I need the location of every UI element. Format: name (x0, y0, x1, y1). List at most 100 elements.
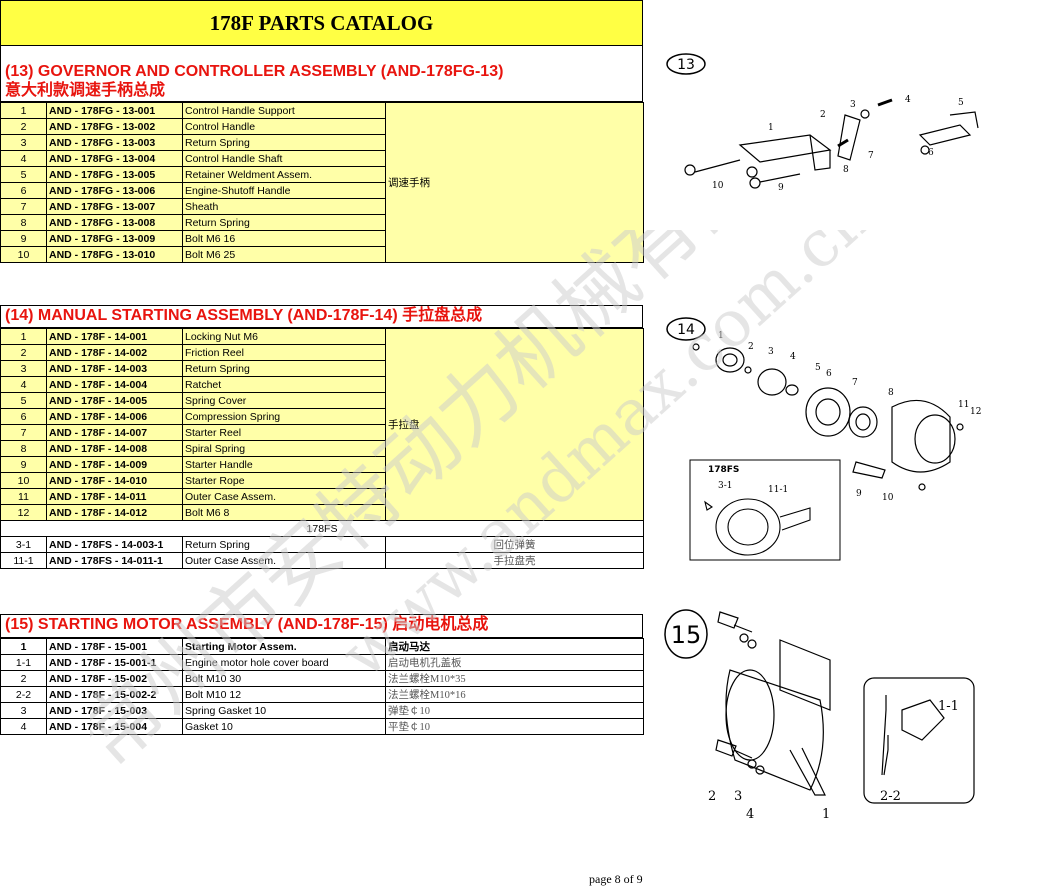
svg-text:1: 1 (822, 807, 830, 822)
svg-text:2: 2 (820, 110, 826, 120)
part-number: 10 (0, 472, 47, 489)
part-number: 7 (0, 424, 47, 441)
svg-text:11-1: 11-1 (768, 485, 788, 495)
part-name: Return Spring (182, 134, 386, 151)
part-code: AND - 178F - 15-002 (46, 670, 183, 687)
part-name: Retainer Weldment Assem. (182, 166, 386, 183)
part-number: 2-2 (0, 686, 47, 703)
part-name-cn: 法兰螺栓M10*16 (385, 686, 644, 703)
part-name: Bolt M10 12 (182, 686, 386, 703)
diagram-15-badge: 15 (671, 621, 702, 649)
part-number: 4 (0, 718, 47, 735)
svg-text:6: 6 (928, 148, 934, 158)
starting-motor-drawing (715, 611, 831, 796)
part-name-cn: 启动电机孔盖板 (385, 654, 644, 671)
part-name: Control Handle (182, 118, 386, 135)
part-name: Bolt M6 16 (182, 230, 386, 247)
part-code: AND - 178F - 14-005 (46, 392, 183, 409)
part-number: 5 (0, 392, 47, 409)
part-name: Spring Cover (182, 392, 386, 409)
part-code: AND - 178FG - 13-005 (46, 166, 183, 183)
part-number: 1-1 (0, 654, 47, 671)
part-number: 8 (0, 440, 47, 457)
page-number: page 8 of 9 (589, 872, 643, 886)
part-code: AND - 178F - 14-008 (46, 440, 183, 457)
part-name: Sheath (182, 198, 386, 215)
part-name: Bolt M6 25 (182, 246, 386, 263)
part-number: 7 (0, 198, 47, 215)
part-number: 12 (0, 504, 47, 521)
part-name: Return Spring (182, 214, 386, 231)
part-number: 9 (0, 456, 47, 473)
part-name: Gasket 10 (182, 718, 386, 735)
part-code: AND - 178FS - 14-011-1 (46, 552, 183, 569)
svg-text:8: 8 (888, 388, 894, 398)
part-number: 2 (0, 670, 47, 687)
part-number: 8 (0, 214, 47, 231)
motor-cover-inset-frame (863, 677, 975, 804)
part-name: Compression Spring (182, 408, 386, 425)
part-code: AND - 178F - 14-009 (46, 456, 183, 473)
motor-cover-drawing (881, 695, 945, 776)
part-number: 3 (0, 360, 47, 377)
part-name: Spring Gasket 10 (182, 702, 386, 719)
part-code: AND - 178FG - 13-006 (46, 182, 183, 199)
part-code: AND - 178FG - 13-002 (46, 118, 183, 135)
part-name: Return Spring (182, 536, 386, 553)
part-name: Control Handle Support (182, 102, 386, 119)
part-name: Bolt M10 30 (182, 670, 386, 687)
part-number: 9 (0, 230, 47, 247)
svg-text:3: 3 (768, 347, 774, 357)
svg-text:5: 5 (815, 363, 821, 373)
part-code: AND - 178F - 14-011 (46, 488, 183, 505)
part-name: Outer Case Assem. (182, 488, 386, 505)
part-name: Starting Motor Assem. (182, 638, 386, 655)
diagram-14-badge-ring (666, 317, 706, 341)
part-number: 4 (0, 150, 47, 167)
part-name-cn: 回位弹簧 (385, 536, 644, 553)
diagram-13-badge-ring (666, 53, 706, 75)
part-code: AND - 178F - 14-007 (46, 424, 183, 441)
part-name: Starter Handle (182, 456, 386, 473)
part-name: Engine motor hole cover board (182, 654, 386, 671)
part-code: AND - 178FG - 13-004 (46, 150, 183, 167)
part-code: AND - 178FG - 13-008 (46, 214, 183, 231)
part-name: Control Handle Shaft (182, 150, 386, 167)
part-name: Spiral Spring (182, 440, 386, 457)
part-code: AND - 178FG - 13-001 (46, 102, 183, 119)
part-number: 4 (0, 376, 47, 393)
svg-text:2: 2 (708, 789, 716, 804)
part-code: AND - 178FG - 13-003 (46, 134, 183, 151)
part-number: 3-1 (0, 536, 47, 553)
svg-text:11: 11 (958, 400, 969, 410)
part-code: AND - 178F - 15-002-2 (46, 686, 183, 703)
part-code: AND - 178FS - 14-003-1 (46, 536, 183, 553)
part-code: AND - 178F - 15-001 (46, 638, 183, 655)
part-number: 11-1 (0, 552, 47, 569)
part-code: AND - 178F - 14-012 (46, 504, 183, 521)
part-number: 5 (0, 166, 47, 183)
part-number: 3 (0, 134, 47, 151)
starter-178fs-drawing (704, 498, 811, 556)
